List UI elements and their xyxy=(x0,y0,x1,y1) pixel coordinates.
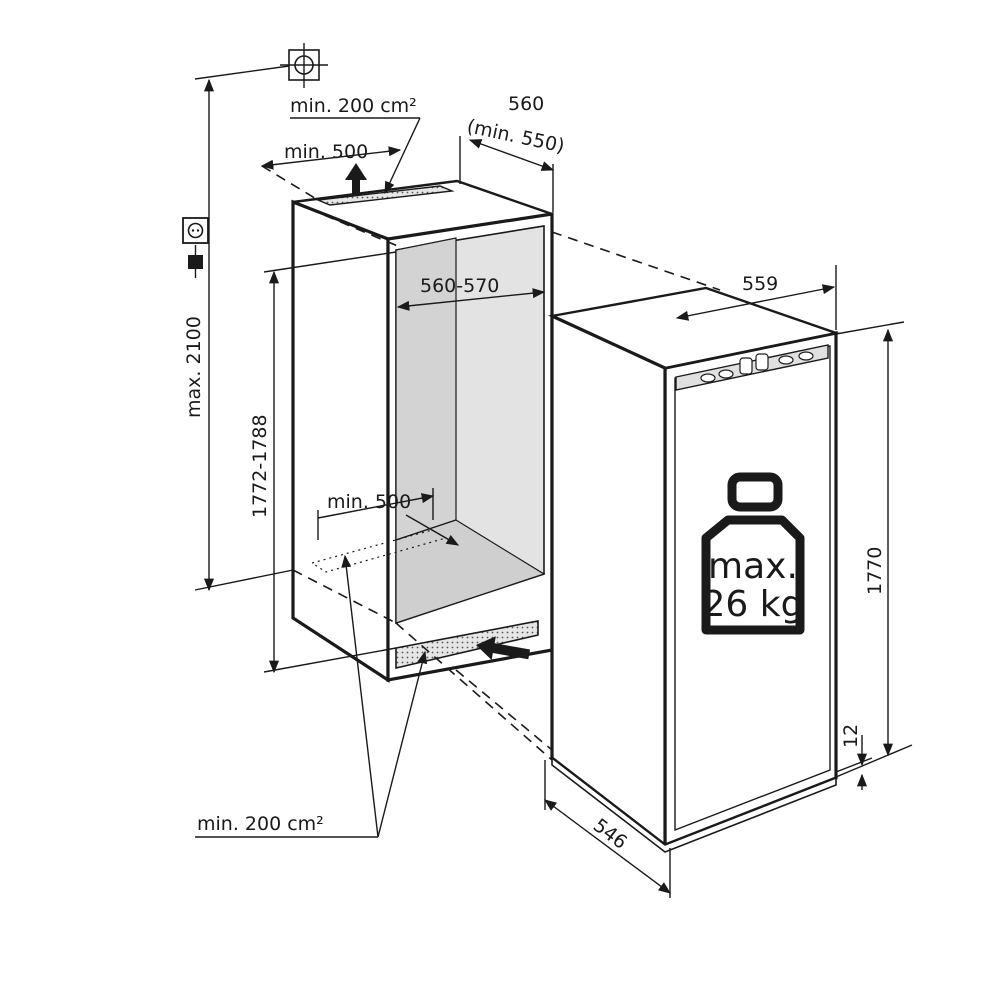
max-height-label: max. 2100 xyxy=(183,316,205,418)
weight-icon: max. 26 kg xyxy=(701,472,805,635)
crosshair-icon xyxy=(280,43,328,88)
power-plug-icon xyxy=(188,245,203,278)
bottom-vent-area-label: min. 200 cm² xyxy=(197,813,324,835)
cabinet-niche xyxy=(291,179,721,761)
niche-depth-label: 560-570 xyxy=(420,275,499,297)
niche-width-min-label: (min. 550) xyxy=(465,115,566,157)
top-depth-label: min. 500 xyxy=(284,141,368,163)
weight-line1: max. xyxy=(708,546,798,587)
niche-width-label: 560 xyxy=(508,93,544,115)
control-buttons xyxy=(700,351,814,383)
bottom-vent-grille xyxy=(395,620,539,670)
top-vent-area-label: min. 200 cm² xyxy=(290,95,417,117)
bottom-depth-label: min. 500 xyxy=(327,491,411,513)
appliance-width-label: 559 xyxy=(742,273,778,295)
weight-line2: 26 kg xyxy=(703,584,804,625)
power-socket-icon xyxy=(182,217,209,244)
airflow-arrow-icon xyxy=(345,163,367,195)
appliance-height-label: 1770 xyxy=(864,547,886,595)
plinth-gap-label: 12 xyxy=(840,724,862,748)
niche-height-label: 1772-1788 xyxy=(249,414,271,518)
top-vent-grille xyxy=(315,185,455,206)
